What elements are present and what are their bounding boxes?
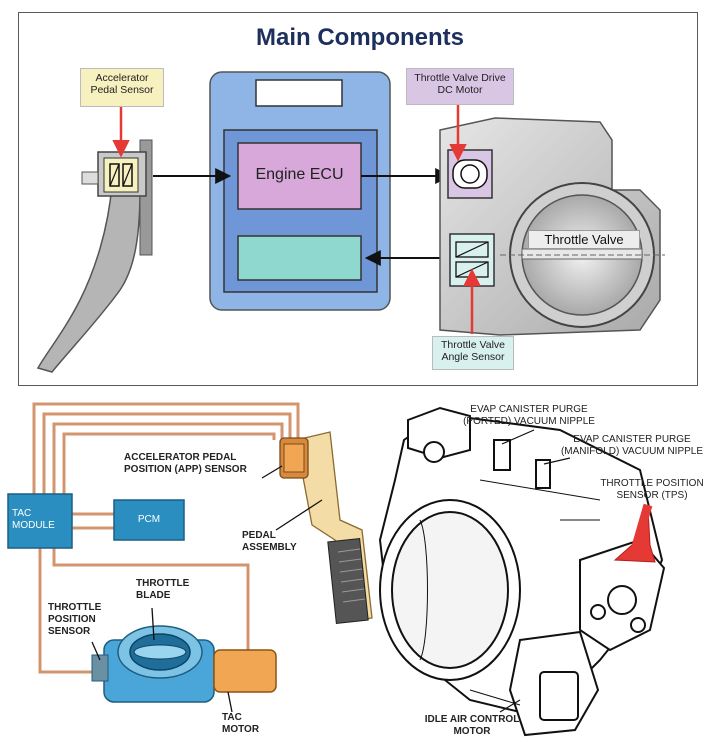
leader-evap-manifold: [543, 457, 571, 465]
label-iac: IDLE AIR CONTROL MOTOR: [424, 714, 520, 737]
label-app-sensor: ACCELERATOR PEDAL POSITION (APP) SENSOR: [124, 452, 247, 475]
label-pedal-assembly: PEDAL ASSEMBLY: [242, 530, 297, 553]
leader-tac-motor: [227, 691, 233, 713]
leader-pedal-assembly: [275, 499, 323, 531]
label-tac-module: TAC MODULE: [12, 508, 55, 531]
throttle-body: [439, 117, 665, 336]
label-tps-right: THROTTLE POSITION SENSOR (TPS): [600, 478, 704, 501]
label-throttle-blade: THROTTLE BLADE: [136, 578, 190, 601]
leader-evap-ported: [501, 429, 535, 445]
engine-ecu-unit: [209, 71, 391, 311]
accelerator-pedal: [36, 139, 153, 373]
label-evap-manifold: EVAP CANISTER PURGE (MANIFOLD) VACUUM NI…: [560, 434, 704, 457]
leader-tps: [91, 641, 101, 661]
red-arrow-tps-shaft: [630, 503, 653, 552]
label-pcm: PCM: [137, 514, 161, 525]
tac-module-box: [7, 493, 73, 549]
label-tps-left: THROTTLE POSITION SENSOR: [48, 602, 102, 637]
tac-throttle-body: [91, 625, 277, 703]
label-angle-sensor: Throttle Valve Angle Sensor: [432, 336, 514, 370]
throttle-body-hatching: [419, 479, 601, 706]
label-accelerator-pedal-sensor: Accelerator Pedal Sensor: [80, 68, 164, 107]
leader-app-sensor: [261, 465, 283, 479]
leader-throttle-blade: [151, 607, 155, 641]
leader-iac: [499, 699, 521, 713]
label-throttle-valve: Throttle Valve: [528, 230, 640, 249]
label-tac-motor: TAC MOTOR: [222, 712, 260, 735]
main-title: Main Components: [256, 24, 464, 51]
pcm-box: [113, 499, 185, 541]
pedal-assembly: [279, 431, 373, 624]
label-evap-ported: EVAP CANISTER PURGE (PORTED) VACUUM NIPP…: [463, 404, 595, 427]
tac-wiring: [32, 402, 300, 674]
label-engine-ecu: Engine ECU: [255, 166, 344, 183]
throttle-body-line-art: [378, 406, 666, 737]
label-drive-motor: Throttle Valve Drive DC Motor: [406, 68, 514, 105]
